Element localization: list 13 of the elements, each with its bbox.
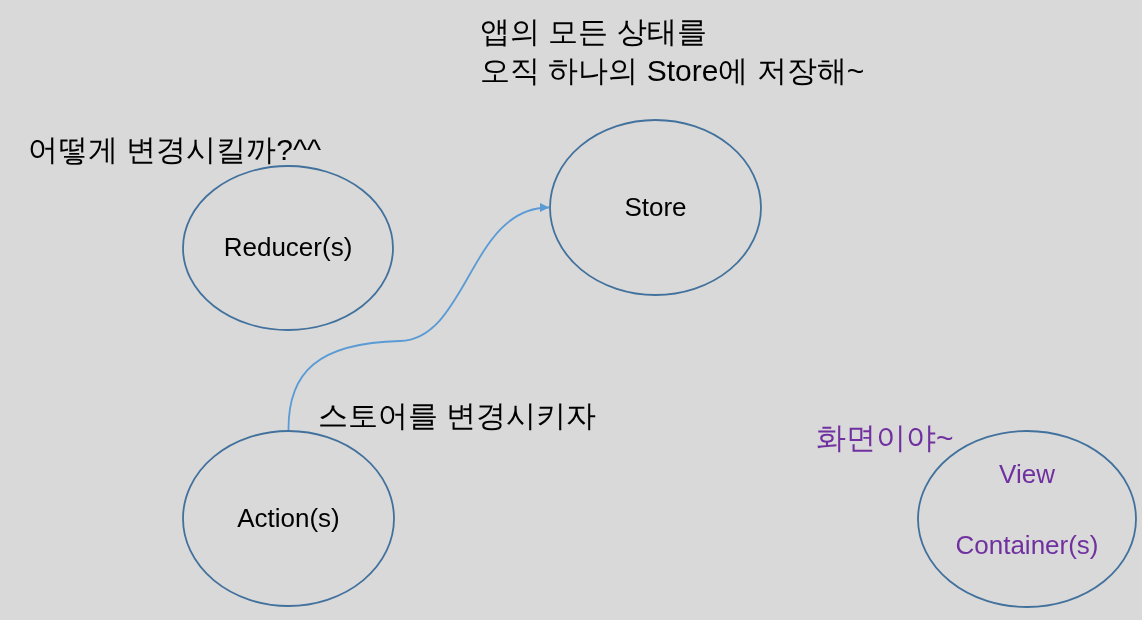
annotation-text: 스토어를 변경시키자 <box>318 398 597 434</box>
node-label: Action(s) <box>237 502 340 535</box>
node-label: Reducer(s) <box>223 232 353 264</box>
ellipse-node <box>549 119 762 296</box>
ellipse-node <box>182 430 395 607</box>
node-label: Container(s) <box>955 529 1099 561</box>
annotation-text: 어떻게 변경시킬까?^^ <box>28 132 322 168</box>
node-label: Store <box>624 191 687 224</box>
node-label: View <box>999 459 1055 491</box>
annotation-text: 앱의 모든 상태를 오직 하나의 Store에 저장해~ <box>480 14 865 89</box>
annotation-text: 화면이야~ <box>816 420 954 456</box>
ellipse-node <box>182 165 394 331</box>
arrow <box>287 204 550 431</box>
